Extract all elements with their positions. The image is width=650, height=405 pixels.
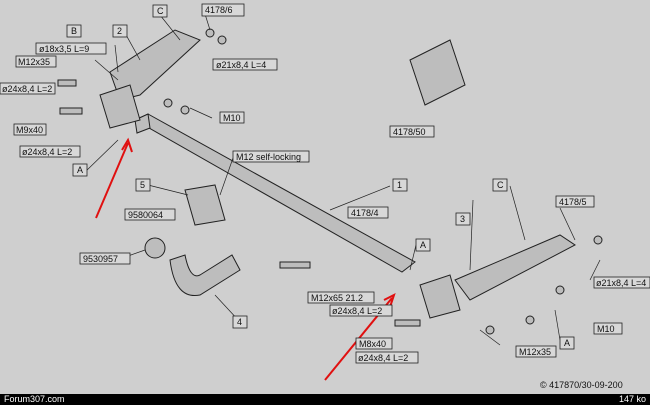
exploded-parts-diagram: C 2 B 4178/6 ø18x3,5 L=9 M12x35 ø24x8,4 … xyxy=(0,3,650,390)
footer-size: 147 ko xyxy=(618,394,646,404)
ref-box-a-mid xyxy=(415,238,431,252)
label-2: 2 xyxy=(117,26,122,36)
footer-bar: Forum307.com 147 ko xyxy=(0,394,650,405)
spacer-block-417850 xyxy=(409,39,466,106)
left-bracket-plate xyxy=(99,84,141,129)
label-a-right: A xyxy=(564,338,570,348)
tow-ball-neck xyxy=(169,254,241,297)
label-m10-right: M10 xyxy=(597,324,615,334)
label-41785: 4178/5 xyxy=(559,197,587,207)
label-a-mid: A xyxy=(420,240,426,250)
leader-lines xyxy=(84,13,601,346)
ref-box-1 xyxy=(392,178,408,192)
fasteners xyxy=(57,28,603,335)
box-417814 xyxy=(347,206,389,219)
label-c-right: C xyxy=(497,180,504,190)
ref-box-4 xyxy=(232,315,248,329)
label-d24-tl: ø24x8,4 L=2 xyxy=(2,84,52,94)
box-d24-l2 xyxy=(19,145,81,158)
label-m12self: M12 self-locking xyxy=(236,152,301,162)
label-417850: 4178/50 xyxy=(393,127,426,137)
box-m8x40 xyxy=(355,337,393,350)
box-417850 xyxy=(389,125,435,138)
box-d24-bot xyxy=(355,351,419,364)
box-d24-tl xyxy=(0,82,56,95)
label-d24-l2: ø24x8,4 L=2 xyxy=(22,147,72,157)
label-m10-top: M10 xyxy=(223,113,241,123)
box-m10-right xyxy=(593,322,623,335)
footer-source: Forum307.com xyxy=(4,394,65,404)
box-m9x40 xyxy=(13,123,47,136)
label-a-left: A xyxy=(77,165,83,175)
label-9530957: 9530957 xyxy=(83,254,118,264)
label-m8x40: M8x40 xyxy=(359,339,386,349)
box-41786 xyxy=(201,3,245,17)
ref-box-3 xyxy=(455,212,471,226)
box-m10-top xyxy=(219,111,245,124)
box-d18 xyxy=(35,42,107,55)
label-1: 1 xyxy=(397,180,402,190)
label-d24-bot: ø24x8,4 L=2 xyxy=(358,353,408,363)
label-41786: 4178/6 xyxy=(205,5,233,15)
label-m12x35-br: M12x35 xyxy=(519,347,551,357)
box-m12self xyxy=(232,150,310,163)
right-bracket xyxy=(454,234,576,301)
ref-box-5 xyxy=(135,178,151,192)
label-b: B xyxy=(71,26,77,36)
label-d21-top: ø21x8,4 L=4 xyxy=(216,60,266,70)
box-m12x65 xyxy=(307,291,375,304)
ref-box-c-right xyxy=(492,178,508,192)
label-d18: ø18x3,5 L=9 xyxy=(39,44,89,54)
box-d21-top xyxy=(212,58,278,71)
box-9580064 xyxy=(124,208,176,221)
box-d21-right xyxy=(593,276,650,289)
socket-plate xyxy=(184,184,226,226)
box-9530957 xyxy=(79,252,131,265)
label-d21-right: ø21x8,4 L=4 xyxy=(596,278,646,288)
label-5: 5 xyxy=(140,180,145,190)
right-bracket-plate xyxy=(419,274,461,319)
label-m12x65: M12x65 21.2 xyxy=(311,293,363,303)
ref-box-c-top xyxy=(152,4,168,18)
label-9580064: 9580064 xyxy=(128,210,163,220)
label-d24-mid: ø24x8,4 L=2 xyxy=(332,306,382,316)
label-m9x40: M9x40 xyxy=(16,125,43,135)
box-d24-mid xyxy=(329,304,393,317)
box-m12x35-br xyxy=(515,345,557,358)
ref-box-a-right xyxy=(559,336,575,350)
label-417814: 4178/4 xyxy=(351,208,379,218)
label-3: 3 xyxy=(460,214,465,224)
box-m12x35-tl xyxy=(15,55,57,68)
label-drawing-number: © 417870/30-09-200 xyxy=(540,380,623,390)
ref-box-b xyxy=(66,24,82,38)
label-4: 4 xyxy=(237,317,242,327)
ref-box-a-left xyxy=(72,163,88,177)
ref-box-2 xyxy=(112,24,128,38)
tow-ball xyxy=(144,237,166,259)
label-m12x35-tl: M12x35 xyxy=(18,57,50,67)
label-c-top: C xyxy=(157,6,164,16)
box-41785 xyxy=(555,195,595,208)
